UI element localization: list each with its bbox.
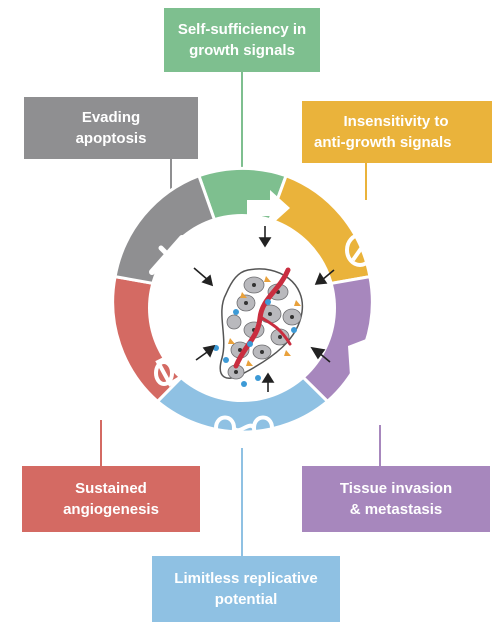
label-line: anti-growth signals (314, 134, 452, 151)
arrow-icon (193, 267, 214, 287)
label-line: potential (214, 591, 278, 608)
label-angiogenesis: Sustained angiogenesis (22, 466, 200, 532)
label-line: Insensitivity to (343, 113, 449, 130)
label-line: apoptosis (75, 130, 147, 147)
dagger-icon (149, 235, 185, 275)
label-line: Evading (81, 109, 141, 126)
infinity-icon (213, 415, 275, 441)
label-apoptosis: Evading apoptosis (24, 97, 198, 159)
arrow-icon (258, 226, 272, 248)
arrow-icon (195, 344, 216, 361)
serrated-edge-icon (348, 336, 382, 376)
label-anti-growth: Insensitivity to anti-growth signals (302, 101, 492, 163)
label-line: Tissue invasion (339, 480, 453, 497)
arrow-icon (310, 346, 331, 363)
label-invasion: Tissue invasion & metastasis (302, 466, 490, 532)
label-line: angiogenesis (63, 501, 159, 518)
label-line: Sustained (75, 480, 147, 497)
turn-arrow-icon (247, 190, 290, 232)
blood-vessel-icon (154, 349, 193, 387)
arrow-icon (261, 372, 275, 392)
no-entry-icon (345, 233, 375, 267)
label-replicative: Limitless replicative potential (152, 556, 340, 622)
label-line: Limitless replicative (174, 570, 318, 587)
label-line: Self-sufficiency in (177, 21, 307, 38)
tumor-illustration (213, 267, 304, 387)
label-line: & metastasis (349, 501, 443, 518)
arrow-icon (314, 269, 335, 285)
label-line: growth signals (189, 42, 295, 59)
label-growth-signals: Self-sufficiency in growth signals (164, 8, 320, 72)
